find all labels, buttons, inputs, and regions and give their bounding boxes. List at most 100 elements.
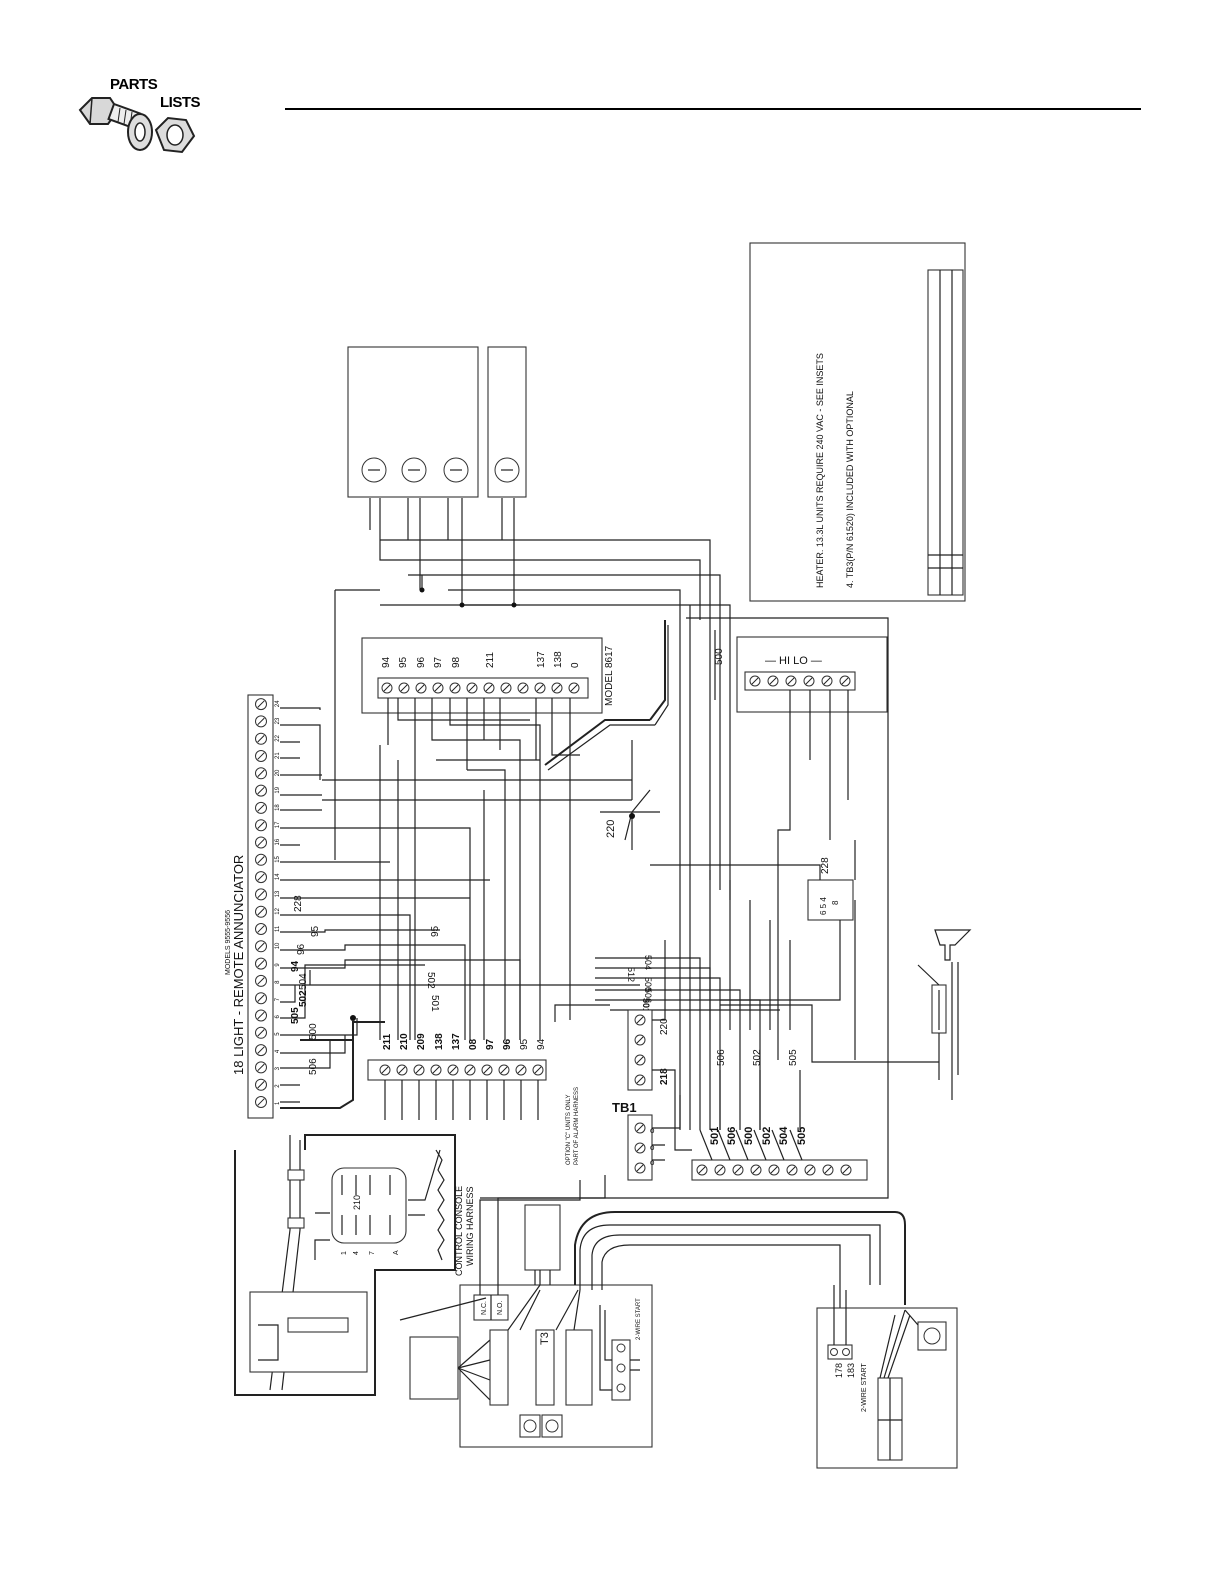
wire-label-504-ann: 504 xyxy=(298,973,309,990)
annunciator-terminal-number: 12 xyxy=(275,907,281,914)
annunciator-terminal-number: 6 xyxy=(275,1015,281,1019)
control-panel-2wire-start: 2-WIRE START xyxy=(636,1298,642,1340)
horn-icon xyxy=(934,929,972,961)
model-8617-title: MODEL 8617 xyxy=(604,645,615,706)
model-8617-terminals xyxy=(381,682,580,694)
notes-table xyxy=(927,269,964,596)
m8617-label-98: 98 xyxy=(451,656,462,668)
annunciator-subtitle: MODELS 9555-9556 xyxy=(225,910,232,975)
m8617-label-96: 96 xyxy=(416,656,427,668)
hilo-screw-slot xyxy=(841,677,849,685)
enclosure-line xyxy=(480,617,889,1199)
m8617-screw-slot xyxy=(519,684,527,692)
strip-label-96: 96 xyxy=(502,1038,513,1050)
middle-strip-screw-slot xyxy=(483,1066,491,1074)
annunciator-terminal-number: 10 xyxy=(275,942,281,949)
m8617-label-138: 138 xyxy=(553,651,564,668)
hilo-screw-slot xyxy=(787,677,795,685)
wire-label-502-v: 502 xyxy=(752,1049,763,1066)
tb-upper-label-500: 500 xyxy=(743,1127,755,1145)
annunciator-terminal-number: 19 xyxy=(275,786,281,793)
middle-strip-screw-slot xyxy=(534,1066,542,1074)
wire-label-228-ann: 228 xyxy=(293,895,304,912)
harness-label-line2: WIRING HARNESS xyxy=(465,1186,475,1266)
tb1-lower-screw-slot xyxy=(636,1164,644,1172)
middle-strip-screw-slot xyxy=(415,1066,423,1074)
annunciator-terminal-number: 8 xyxy=(275,980,281,984)
harness-label-line1: CONTROL CONSOLE xyxy=(454,1186,464,1276)
middle-strip-terminals xyxy=(379,1064,544,1076)
annunciator-screw-slot xyxy=(257,1063,265,1072)
wire-label-505-v: 505 xyxy=(788,1049,799,1066)
wire-label-512: 512 xyxy=(626,967,636,982)
tb-upper-label-505: 505 xyxy=(796,1127,808,1145)
m8617-screw-slot xyxy=(417,684,425,692)
tb1-terminals xyxy=(634,1014,646,1174)
panel-block-1 xyxy=(489,1329,509,1406)
bottom-strip-screw-slot xyxy=(698,1166,706,1174)
harness-clip-2 xyxy=(287,1217,305,1229)
annunciator-screw-slot xyxy=(257,1011,265,1020)
wire-label-505-ann: 505 xyxy=(290,1007,301,1024)
annunciator-screw-slot xyxy=(257,786,265,795)
m8617-screw-slot xyxy=(451,684,459,692)
m8617-label-137: 137 xyxy=(536,651,547,668)
strip-label-94: 94 xyxy=(536,1038,547,1050)
annunciator-terminal-number: 11 xyxy=(275,925,281,932)
m8617-screw-slot xyxy=(570,684,578,692)
annunciator-terminal-number: 9 xyxy=(275,963,281,967)
strip-label-209: 209 xyxy=(416,1033,427,1050)
m8617-screw-slot xyxy=(400,684,408,692)
model-8617-terminal-block xyxy=(377,677,589,699)
annunciator-terminal-number: 18 xyxy=(275,804,281,811)
annunciator-screw-slot xyxy=(257,890,265,899)
logo-word-parts: PARTS xyxy=(110,76,158,93)
annunciator-terminal-number: 7 xyxy=(275,997,281,1001)
m8617-screw-slot xyxy=(502,684,510,692)
start-panel-2wire-label: 2-WIRE START xyxy=(861,1363,868,1412)
annunciator-screw-slot xyxy=(257,700,265,708)
annunciator-terminal-number: 2 xyxy=(275,1084,281,1088)
wire-label-506-v: 506 xyxy=(716,1049,727,1066)
strip-label-138: 138 xyxy=(434,1033,445,1050)
wire-label-502-ann: 502 xyxy=(298,990,309,1007)
annunciator-screw-slot xyxy=(257,856,265,864)
sender-circle-1 xyxy=(361,457,387,483)
harness-break-mark xyxy=(435,1149,445,1261)
annunciator-terminal-number: 23 xyxy=(275,717,281,724)
m8617-screw-slot xyxy=(553,684,561,692)
annunciator-terminal-number: 24 xyxy=(275,700,281,707)
bottom-strip-screw-slot xyxy=(842,1166,850,1174)
tb-upper-label-502: 502 xyxy=(761,1127,773,1145)
middle-strip-screw-slot xyxy=(432,1066,440,1074)
middle-strip-screw-slot xyxy=(381,1066,389,1074)
hilo-terminals xyxy=(749,675,851,687)
hilo-screw-slot xyxy=(751,677,759,685)
wire-label-500-ann: 500 xyxy=(308,1023,319,1040)
tb-upper-label-506: 506 xyxy=(726,1127,738,1145)
annunciator-terminal-number: 22 xyxy=(275,734,281,741)
middle-strip-screw-slot xyxy=(398,1066,406,1074)
wire-label-94: 94 xyxy=(290,960,301,972)
m8617-screw-slot xyxy=(536,684,544,692)
note-heater: HEATER. 13.3L UNITS REQUIRE 240 VAC - SE… xyxy=(815,353,825,588)
parts-lists-logo: PARTS LISTS xyxy=(70,70,210,170)
connector-pin-7: 7 xyxy=(369,1251,376,1255)
annunciator-terminal-number: 3 xyxy=(275,1066,281,1070)
annunciator-title: 18 LIGHT - REMOTE ANNUNCIATOR xyxy=(231,855,246,1075)
motor-block xyxy=(409,1336,459,1400)
strip-label-08: 08 xyxy=(468,1038,479,1050)
relay-nc: N.C. xyxy=(481,1301,488,1315)
m8617-screw-slot xyxy=(468,684,476,692)
tb1-upper-screw-slot xyxy=(636,1076,644,1084)
annunciator-terminal-number: 5 xyxy=(275,1032,281,1036)
m8617-screw-slot xyxy=(434,684,442,692)
m8617-label-97: 97 xyxy=(433,656,444,668)
start-terminal-183: 183 xyxy=(846,1363,856,1378)
wire-label-502-mid: 502 xyxy=(425,972,436,989)
m8617-label-211: 211 xyxy=(485,652,496,668)
annunciator-screw-slot xyxy=(257,1098,265,1106)
tb1-ring-1: o xyxy=(650,1126,655,1135)
